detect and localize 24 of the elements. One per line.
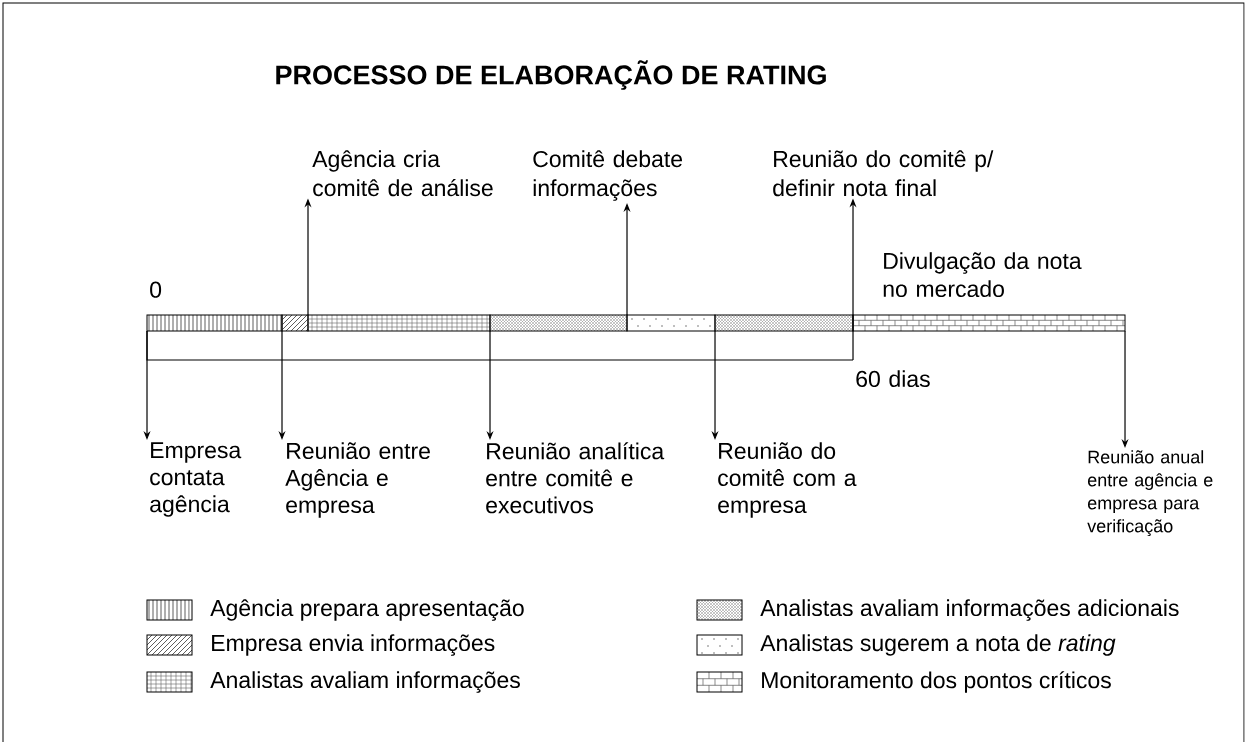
note-label: 60 dias xyxy=(856,370,930,388)
event-label: Agência cria comitê de análise xyxy=(312,150,493,197)
event-label: Comitê debate informações xyxy=(533,150,683,201)
timeline-segment xyxy=(307,314,491,332)
legend-text: Analistas avaliam informações adicionais xyxy=(760,599,1179,621)
timeline-segment xyxy=(281,314,309,332)
note-label: Divulgação da nota no mercado xyxy=(883,252,1082,298)
event-label: Reunião do comitê p/ definir nota final xyxy=(773,150,994,197)
event-label: Reunião do comitê com a empresa xyxy=(718,442,857,518)
legend-text: Monitoramento dos pontos críticos xyxy=(762,671,1111,693)
timeline-segment xyxy=(626,314,716,332)
timeline-segment xyxy=(146,314,283,332)
legend-text: Analistas avaliam informações xyxy=(210,671,520,693)
legend-text: Empresa envia informações xyxy=(212,634,495,656)
legend-text: Agência prepara apresentação xyxy=(210,599,524,621)
timeline-segment xyxy=(852,314,1126,332)
event-label: Reunião entre Agência e empresa xyxy=(285,442,430,518)
legend-text: Analistas sugerem a nota de rating xyxy=(760,634,1116,656)
event-label: Reunião anual entre agência e empresa para verificação xyxy=(1087,450,1213,537)
event-label: Reunião analítica entre comitê e executivos xyxy=(486,442,665,514)
title: PROCESSO DE ELABORAÇÃO DE RATING xyxy=(276,60,826,90)
timeline-segment xyxy=(714,314,854,332)
event-label: Empresa contata agência xyxy=(150,442,242,517)
timeline-segment xyxy=(489,314,628,332)
